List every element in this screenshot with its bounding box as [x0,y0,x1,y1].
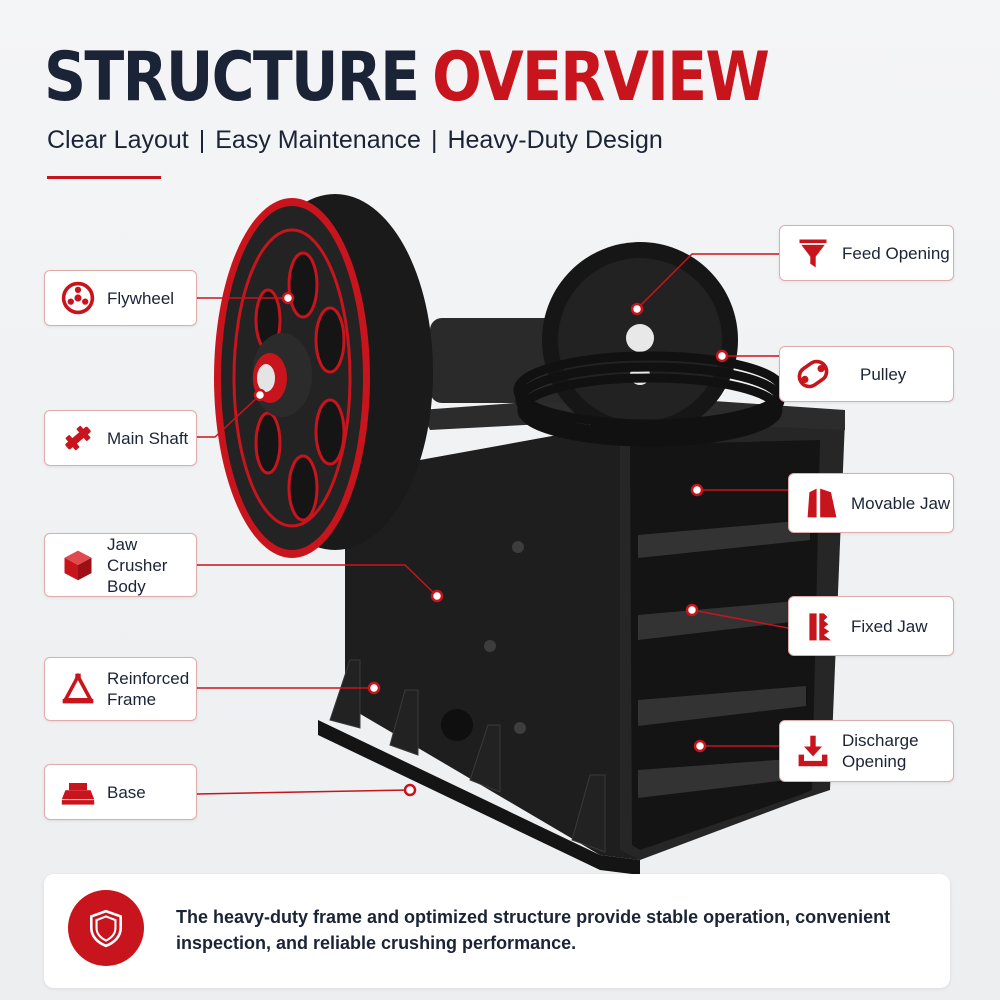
callout-label: Main Shaft [107,428,189,448]
leader-dots [253,291,729,797]
main-shaft-icon [57,417,99,459]
callout-jaw-crusher-body: Jaw Crusher Body [44,533,197,597]
callout-label: Base [107,782,146,802]
crusher-body [345,420,640,860]
subtitle-easy-maintenance: Easy Maintenance [215,126,421,154]
shield-icon [68,890,144,966]
callout-label: Movable Jaw [851,493,951,513]
movable-jaw-icon [801,482,843,524]
subtitle: Clear Layout | Easy Maintenance | Heavy-Duty… [47,126,663,155]
leader-lines [196,253,789,795]
callout-main-shaft: Main Shaft [44,410,197,466]
pulley-graphic [542,242,738,438]
callout-base: Base [44,764,197,820]
base-icon [57,771,99,813]
title-structure: STRUCTURE [44,38,420,117]
fixed-jaw-icon [801,605,843,647]
frame-gussets [329,659,606,853]
callout-label: Feed Opening [842,243,950,263]
discharge-icon [792,730,834,772]
callout-label: Fixed Jaw [851,616,928,636]
callout-label: Jaw Crusher Body [107,534,168,596]
callout-discharge-opening: Discharge Opening [779,720,954,782]
title-underline [47,176,161,179]
subtitle-separator: | [430,126,438,154]
callout-flywheel: Flywheel [44,270,197,326]
callout-label: Pulley [860,364,907,384]
subtitle-separator: | [198,126,206,154]
frame-icon [57,668,99,710]
footer-text: The heavy-duty frame and optimized struc… [176,907,891,953]
callout-label: Discharge Opening [842,731,919,771]
cube-icon [57,544,99,586]
subtitle-clear-layout: Clear Layout [47,126,189,154]
base-plate [318,720,640,875]
subtitle-heavy-duty: Heavy-Duty Design [447,126,663,154]
pulley-icon [792,353,834,395]
callout-pulley: Pulley [779,346,954,402]
flywheel-icon [57,277,99,319]
front-plates [638,520,810,798]
title-overview: OVERVIEW [432,38,770,117]
callout-label: Flywheel [107,288,175,308]
flywheel-graphic [214,194,433,558]
callout-movable-jaw: Movable Jaw [788,473,954,533]
funnel-icon [792,232,834,274]
callout-reinforced-frame: Reinforced Frame [44,657,197,721]
callout-fixed-jaw: Fixed Jaw [788,596,954,656]
footer-note: The heavy-duty frame and optimized struc… [44,874,950,988]
callout-label: Reinforced Frame [107,669,190,709]
callout-feed-opening: Feed Opening [779,225,954,281]
